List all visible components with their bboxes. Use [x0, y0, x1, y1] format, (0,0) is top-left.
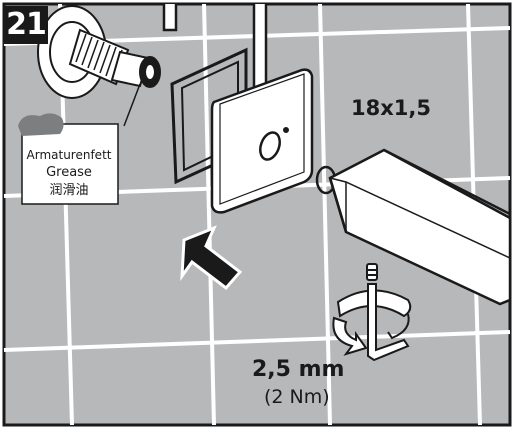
- grease-label-zh: 润滑油: [49, 183, 89, 198]
- hex-key-icon: [366, 263, 410, 362]
- grease-label: Armaturenfett Grease 润滑油: [24, 128, 114, 204]
- grease-label-en: Grease: [46, 165, 92, 180]
- thread-size-label: 18x1,5: [351, 96, 431, 120]
- step-number-badge: 21: [4, 6, 48, 44]
- grease-label-de: Armaturenfett: [26, 148, 112, 162]
- grease-blob-icon: [18, 113, 64, 136]
- grease-label-box: [18, 113, 119, 205]
- cover-plate: [210, 68, 314, 214]
- hex-key-size-label: 2,5 mm: [252, 357, 345, 382]
- push-arrow-icon: [180, 225, 243, 291]
- grease-leader-line: [123, 83, 141, 127]
- spout: [328, 148, 512, 306]
- torque-label: (2 Nm): [264, 386, 330, 408]
- threaded-fitting: [37, 5, 161, 99]
